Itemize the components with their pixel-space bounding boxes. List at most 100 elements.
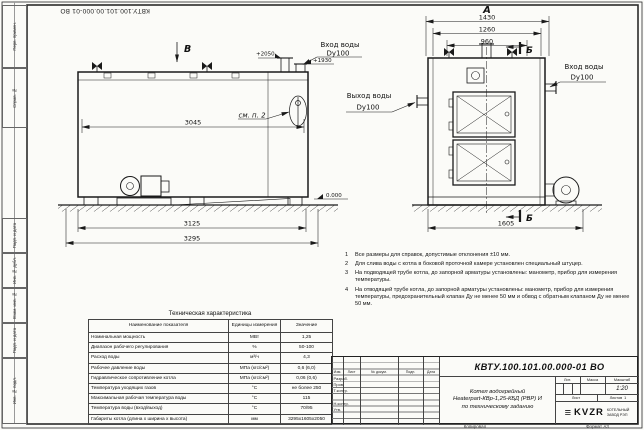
format-label: Формат А3 xyxy=(586,424,609,429)
param-name: Температура воды (вход/выход) xyxy=(88,403,229,415)
table-row: Диапазон рабочего регулирования%50-100 xyxy=(88,342,333,354)
param-unit: МВт xyxy=(228,331,281,344)
view-b-label: В xyxy=(184,44,191,55)
front-outlet-dn: Dy100 xyxy=(357,104,380,112)
valve-icon xyxy=(202,62,212,72)
leaders-front xyxy=(346,81,606,113)
param-unit: °С xyxy=(228,382,281,395)
section-b-top-label: Б xyxy=(526,46,533,56)
dim-960: 960 xyxy=(481,38,493,46)
doc-code-top: КВТУ.100.101.00.000-01 ВО xyxy=(60,7,150,14)
sheet-label: Лист xyxy=(571,395,581,400)
param-unit: мм xyxy=(228,413,281,425)
callout-note-ref: см. п. 2 xyxy=(238,112,266,120)
boiler-side-view xyxy=(77,57,309,206)
dim-1260: 1260 xyxy=(479,26,496,34)
tech-table: Наименование показателя Единицы измерени… xyxy=(88,319,333,425)
valve-icon xyxy=(444,48,454,58)
note-number: 4 xyxy=(345,286,349,293)
note-number: 1 xyxy=(345,252,349,258)
company-cell: ≡ KVZR КОТЕЛЬНЫЙ ЗАВОД РЭП xyxy=(555,401,639,424)
role-label: Утв. xyxy=(333,406,342,412)
valve-icon xyxy=(92,62,102,72)
param-unit: °С xyxy=(228,393,281,405)
note-text: На подводящей трубе котла, до запорной а… xyxy=(355,270,617,284)
param-name: Рабочее давление воды xyxy=(88,362,229,374)
scale-value: 1:20 xyxy=(616,385,628,392)
header-col: Подп. xyxy=(405,370,416,375)
param-name: Габариты котла (длина х ширина х высота) xyxy=(88,413,229,425)
note-text: На отводящей трубе котла, до запорной ар… xyxy=(355,286,630,307)
scale-label: Масштаб xyxy=(613,377,631,382)
dim-overall-side: 3295 xyxy=(184,235,201,243)
note-item: 1 Все размеры для справок, допустимые отк… xyxy=(345,252,635,259)
kvzr-logo-text: KVZR xyxy=(574,407,604,418)
margin-stamp: Перв. примен. xyxy=(2,5,27,68)
grid-line xyxy=(398,357,399,425)
margin-divider xyxy=(14,2,15,424)
ground-line-side xyxy=(58,204,338,212)
header-col: № докум. xyxy=(371,370,387,375)
param-value: 0,06 (0,6) xyxy=(280,372,333,384)
role-label: Пров. xyxy=(333,381,345,387)
stamp-label: Перв. примен. xyxy=(12,22,17,51)
note-text: Все размеры для справок, допустимые откл… xyxy=(355,252,511,258)
role-label: Н.контр. xyxy=(333,400,349,406)
leaders-side xyxy=(175,42,362,200)
stamp-label: Подп. и дата xyxy=(12,327,17,354)
param-unit: % xyxy=(228,342,281,354)
notes-list: 1 Все размеры для справок, допустимые отк… xyxy=(345,252,635,310)
front-inlet-dn: Dy100 xyxy=(571,74,594,82)
view-a-label: А xyxy=(482,5,491,16)
margin-stamp: Взам. инв. № xyxy=(2,288,27,323)
col-header: Значение xyxy=(280,319,333,333)
side-inlet-label: Вход воды xyxy=(320,41,359,49)
side-inlet-dn: Dy100 xyxy=(327,50,350,58)
burner-unit xyxy=(116,175,172,206)
param-unit: МПа (кгс/см²) xyxy=(228,372,281,384)
title-line: по техническому заданию xyxy=(461,403,534,410)
note-number: 2 xyxy=(345,261,349,268)
section-b-marks xyxy=(505,42,522,222)
sheets-cell: Листов 1 xyxy=(597,395,639,401)
ground-line-front xyxy=(412,204,602,212)
company-line: ЗАВОД РЭП xyxy=(606,412,628,417)
level-zero: 0.000 xyxy=(326,193,342,199)
header-col: Лист xyxy=(347,370,356,375)
param-unit: МПа (кгс/см²) xyxy=(228,362,281,374)
param-value: 115 xyxy=(280,393,333,405)
mass-label: Масса xyxy=(586,377,599,382)
title-line: Heaterpart-КВр-1,25-КБД (РВР) И xyxy=(453,396,542,403)
margin-stamp: Инв. № дубл. xyxy=(2,253,27,288)
front-outlet-label: Выход воды xyxy=(347,92,392,100)
param-value: 3295х1605х2050 xyxy=(280,413,333,425)
kvzr-logo-icon: ≡ xyxy=(564,406,571,419)
technical-characteristics: Техническая характеристика Наименование … xyxy=(88,308,333,425)
sheets-label: Листов xyxy=(609,395,623,400)
note-item: 4 На отводящей трубе котла, до запорной а… xyxy=(345,287,635,308)
param-value: 50-100 xyxy=(280,342,333,354)
stamp-label: Инв. № подл. xyxy=(12,377,17,405)
level-top: +2050 xyxy=(256,52,275,58)
grid-line xyxy=(555,382,639,384)
table-title: Техническая характеристика xyxy=(168,310,252,317)
margin-stamp: Подп. и дата xyxy=(2,323,27,358)
fan-unit xyxy=(544,176,580,206)
note-text: Для слива воды с котла в боковой проточн… xyxy=(355,261,583,268)
front-inlet-label: Вход воды xyxy=(564,63,603,71)
table-row: Габариты котла (длина х ширина х высота)… xyxy=(88,413,333,425)
lit-label: Лит. xyxy=(564,377,571,382)
dimensions-side xyxy=(65,119,319,247)
doc-number: КВТУ.100.101.00.000-01 ВО xyxy=(474,361,605,372)
title-line: Котел водогрейный xyxy=(469,389,526,396)
margin-stamp: Справ. № xyxy=(2,68,27,128)
dim-1605: 1605 xyxy=(498,220,515,228)
param-name: Диапазон рабочего регулирования xyxy=(88,342,229,354)
col-header: Единицы измерения xyxy=(228,319,281,333)
col-header: Наименование показателя xyxy=(88,319,229,333)
company-name: КОТЕЛЬНЫЙ ЗАВОД РЭП xyxy=(607,408,630,417)
